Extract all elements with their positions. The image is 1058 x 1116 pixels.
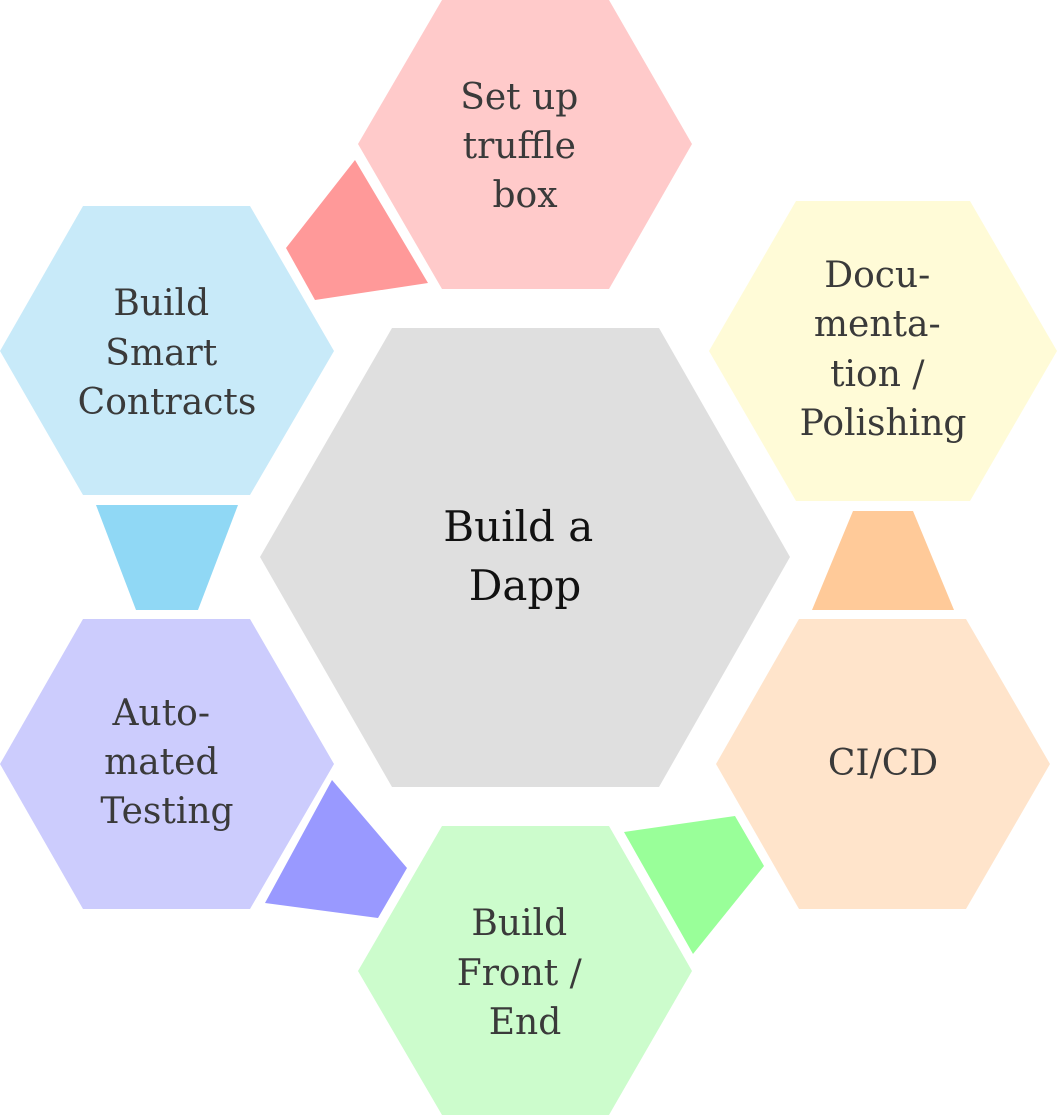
step-label-line: CI/CD [828,743,938,784]
step-contracts-label: Build Smart Contracts [78,283,257,423]
step-label-line: Polishing [800,403,967,444]
step-label-line: End [489,1002,562,1043]
step-label-line: Testing [100,791,233,832]
step-testing-label: Auto- mated Testing [100,693,233,832]
step-label-line: mated [104,742,218,783]
step-docs: Docu- menta- tion / Polishing [709,201,1057,501]
connector-contracts-to-testing [96,505,238,610]
step-truffle-shape [358,0,692,289]
step-frontend: Build Front / End [358,826,692,1115]
step-cicd-shape [716,619,1050,909]
step-frontend-shape [358,826,692,1115]
step-frontend-label: Build Front / End [457,903,594,1043]
connector-frontend-to-cicd [624,816,764,954]
step-label-line: tion / [830,354,925,395]
center-hexagon-label: Build a Dapp [443,502,606,610]
step-label-line: Build [113,283,209,324]
step-label-line: box [492,175,557,216]
center-hexagon: Build a Dapp [260,328,790,787]
step-testing: Auto- mated Testing [0,619,334,909]
step-cicd: CI/CD [716,619,1050,909]
step-label-line: Build [471,903,567,944]
step-docs-label: Docu- menta- tion / Polishing [800,255,967,444]
step-testing-shape [0,619,334,909]
connector-cicd-to-docs [812,511,954,610]
step-label-line: truffle [463,126,576,167]
step-truffle-label: Set up truffle box [460,77,590,216]
connector-testing-to-frontend [265,780,407,918]
step-truffle: Set up truffle box [358,0,692,289]
connector-truffle-to-contracts [286,160,428,300]
step-label-line: Docu- [824,255,930,296]
step-contracts: Build Smart Contracts [0,206,334,495]
center-hexagon-shape [260,328,790,787]
center-label-line: Build a [443,502,593,551]
step-label-line: Front / [457,953,583,994]
step-label-line: Auto- [112,693,211,734]
step-label-line: Contracts [78,382,257,423]
step-label-line: Set up [460,77,578,118]
step-contracts-shape [0,206,334,495]
center-label-line: Dapp [469,561,582,610]
step-cicd-label: CI/CD [828,743,938,784]
step-label-line: Smart [105,333,217,374]
step-label-line: menta- [814,304,941,345]
step-docs-shape [709,201,1057,501]
